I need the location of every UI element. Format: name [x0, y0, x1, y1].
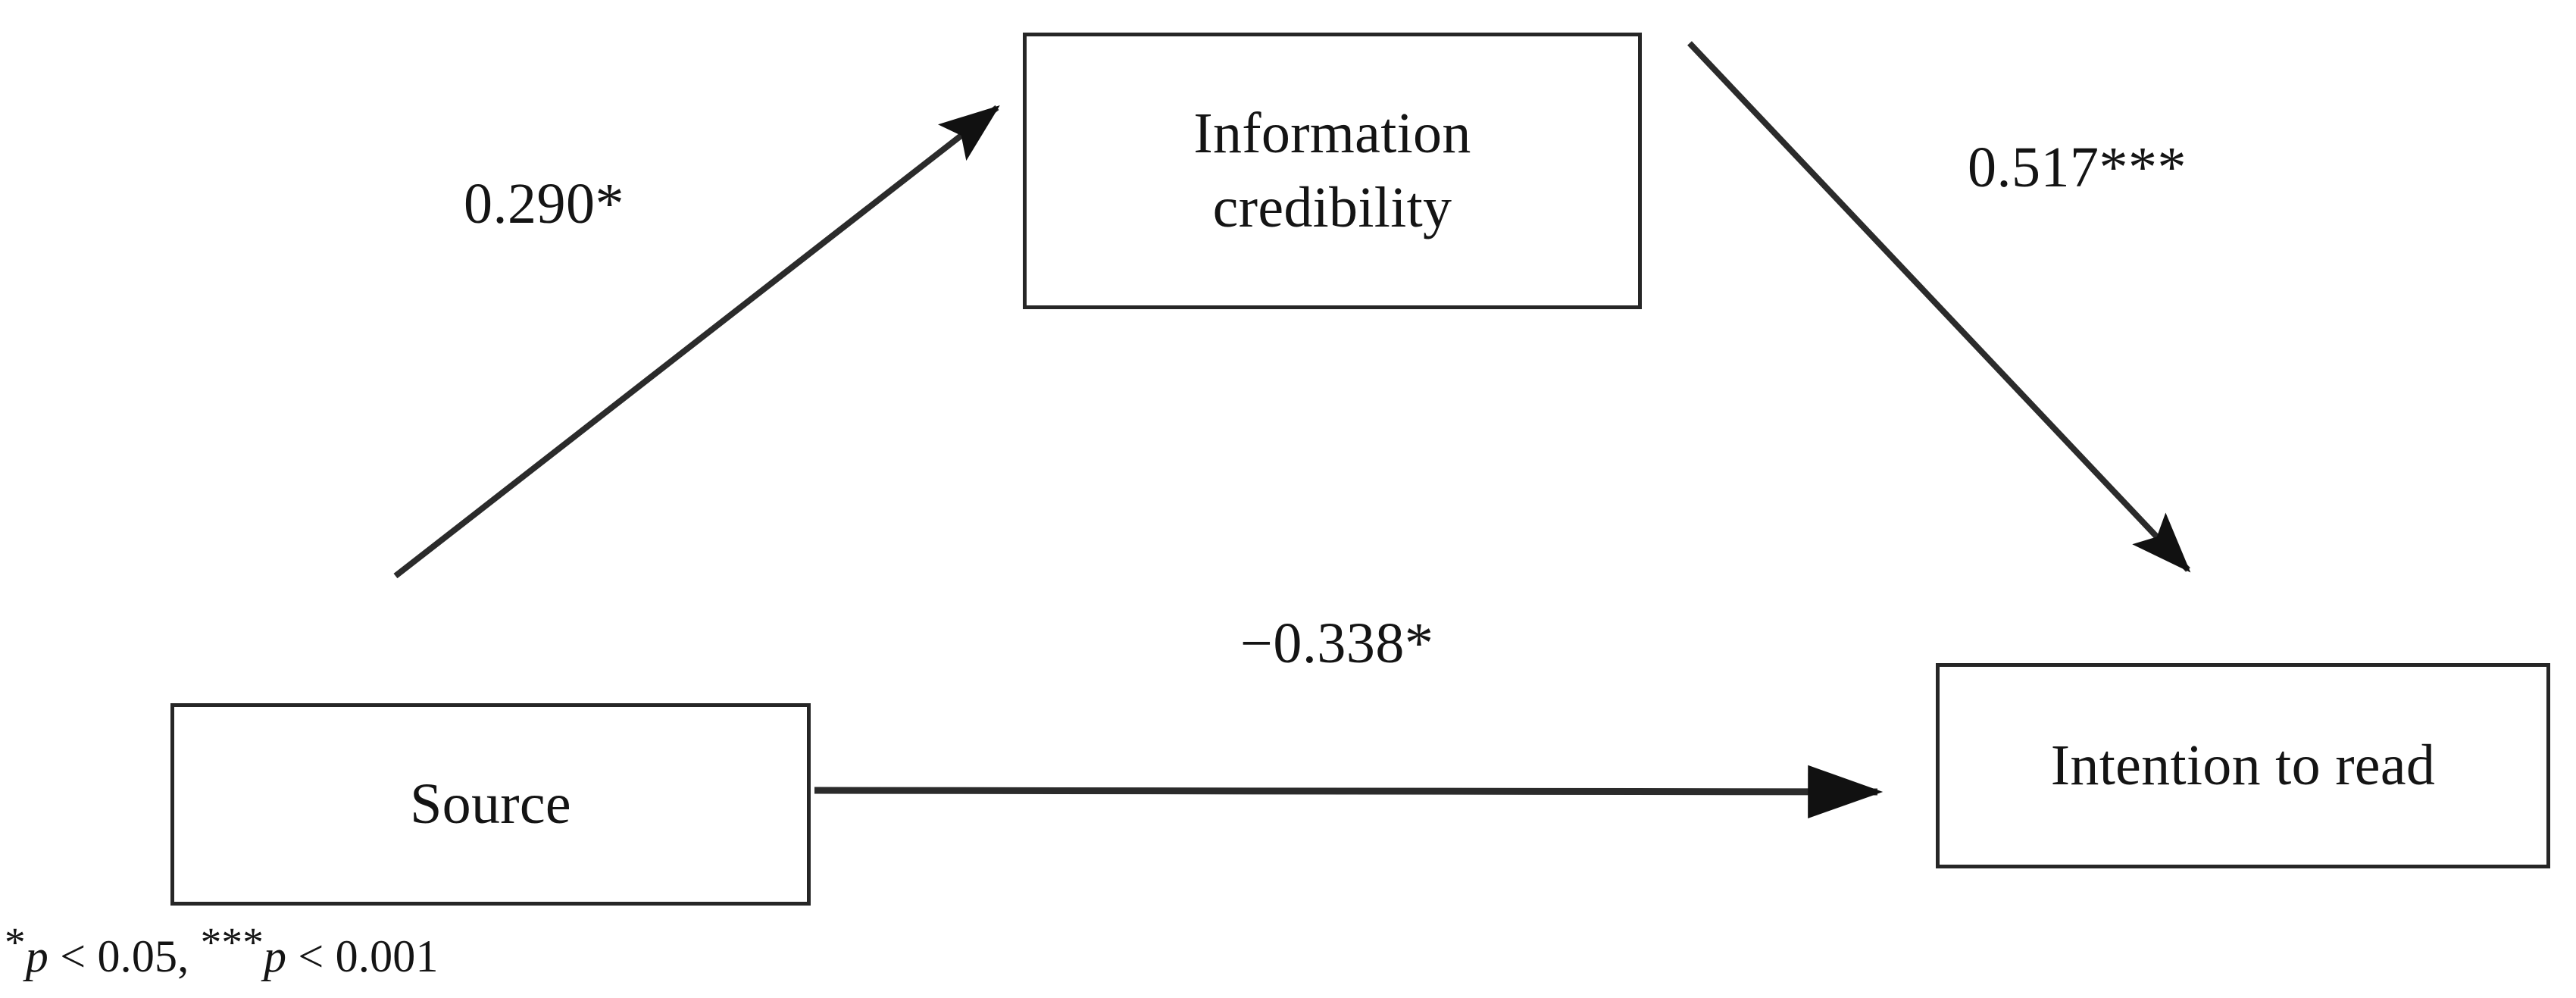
footnote-threshold-1: < 0.05,: [48, 931, 201, 981]
node-label-intention-to-read: Intention to read: [2050, 733, 2436, 797]
node-label-source: Source: [410, 771, 571, 836]
path-coefficient-source-to-intention: −0.338*: [1240, 612, 1434, 675]
path-coefficient-credibility-to-intention: 0.517***: [1968, 136, 2187, 199]
significance-footnote: *p < 0.05, ***p < 0.001: [5, 918, 439, 983]
node-label-information-credibility: Information credibility: [1193, 102, 1471, 239]
footnote-star-triple: ***: [200, 919, 264, 965]
node-information-credibility[interactable]: Information credibility: [1023, 33, 1642, 309]
footnote-star-single: *: [5, 919, 26, 965]
arrow-source-to-intention: [814, 765, 1884, 818]
node-source[interactable]: Source: [170, 703, 811, 906]
node-intention-to-read[interactable]: Intention to read: [1936, 663, 2550, 868]
path-coefficient-source-to-credibility: 0.290*: [464, 172, 624, 236]
footnote-p-italic-1: p: [25, 931, 48, 981]
arrow-credibility-to-intention: [1687, 41, 2191, 573]
footnote-threshold-2: < 0.001: [286, 931, 439, 981]
footnote-p-italic-2: p: [264, 931, 287, 981]
